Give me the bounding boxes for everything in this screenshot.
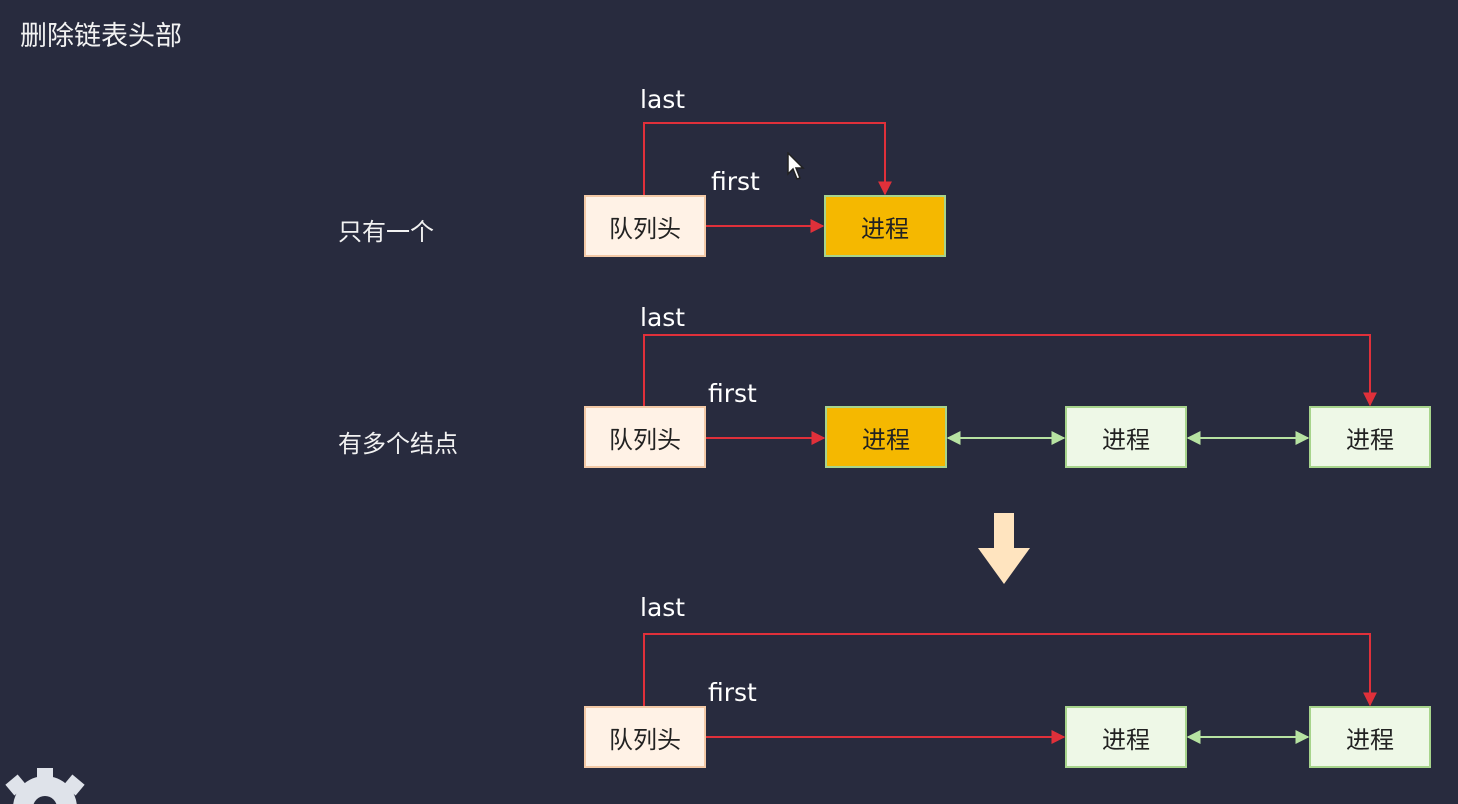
process-node-highlighted: 进程	[825, 406, 947, 468]
last-pointer-arrow	[643, 122, 892, 196]
first-label: first	[708, 678, 757, 707]
process-node: 进程	[1065, 706, 1187, 768]
cursor-icon	[787, 152, 805, 180]
down-arrow-icon	[978, 513, 1030, 584]
last-pointer-arrow	[643, 334, 1377, 407]
process-node-highlighted: 进程	[824, 195, 946, 257]
last-label: last	[640, 593, 686, 622]
row-label-single: 只有一个	[338, 218, 434, 246]
process-node: 进程	[1309, 406, 1431, 468]
last-label: last	[640, 85, 686, 114]
process-node: 进程	[1065, 406, 1187, 468]
gear-icon	[5, 768, 85, 804]
queue-head-box: 队列头	[584, 406, 706, 468]
queue-head-box: 队列头	[584, 195, 706, 257]
first-label: first	[708, 379, 757, 408]
first-label: first	[711, 167, 760, 196]
queue-head-box: 队列头	[584, 706, 706, 768]
page-title: 删除链表头部	[20, 21, 182, 52]
row-label-multiple: 有多个结点	[338, 430, 458, 458]
process-node: 进程	[1309, 706, 1431, 768]
last-label: last	[640, 303, 686, 332]
last-pointer-arrow	[643, 633, 1377, 707]
